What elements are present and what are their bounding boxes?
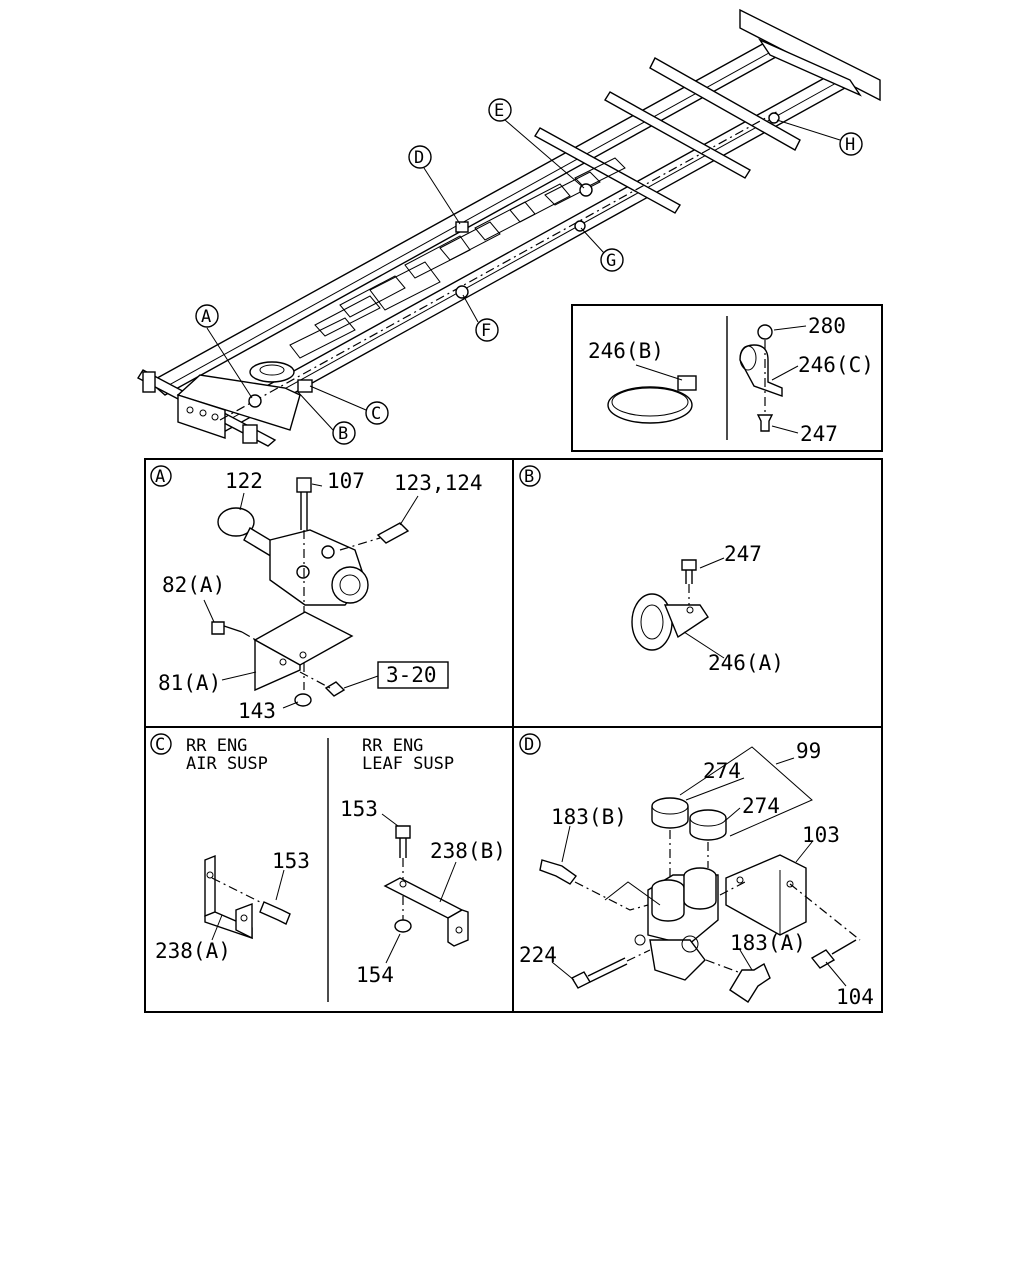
panel-a-label-122: 122 <box>225 469 263 493</box>
bolt-82a <box>211 621 225 635</box>
panel-d-label-274-a: 274 <box>703 759 741 783</box>
panel-a-label-82a: 82(A) <box>162 573 225 597</box>
chassis-frame <box>137 8 881 447</box>
panel-c-left-label-153: 153 <box>272 849 310 873</box>
panel-d-label-183b: 183(B) <box>551 805 627 829</box>
panel-d-tag: D <box>524 735 534 755</box>
callout-d: D <box>414 148 424 168</box>
bolt-224 <box>571 971 591 989</box>
panel-d-label-274-b: 274 <box>742 794 780 818</box>
panel-a-label-143: 143 <box>238 699 276 723</box>
callout-b: B <box>338 424 348 444</box>
chassis-callouts: A B C D E F G H <box>195 98 863 445</box>
inset-label-246b: 246(B) <box>588 339 664 363</box>
panel-d-label-183a: 183(A) <box>730 931 806 955</box>
panel-d-label-224: 224 <box>519 943 557 967</box>
nut-icon <box>757 324 773 340</box>
bolt-247 <box>681 559 697 571</box>
panel-c-left-title-2: AIR SUSP <box>186 754 268 774</box>
panel-d-label-103: 103 <box>802 823 840 847</box>
panel-a-label-123-124: 123,124 <box>394 471 483 495</box>
fitting-183b <box>539 859 577 885</box>
panel-b-label-247: 247 <box>724 542 762 566</box>
callout-g: G <box>606 251 616 271</box>
panel-c-right-label-154: 154 <box>356 963 394 987</box>
detail-panels-frame <box>144 458 883 1013</box>
panel-d-label-104: 104 <box>836 985 874 1009</box>
panel-c-left-title-1: RR ENG <box>186 736 247 756</box>
inset-label-247: 247 <box>800 422 838 446</box>
panel-a-tag: A <box>155 467 165 487</box>
bolt-107 <box>296 477 312 493</box>
panel-c: C RR ENG AIR SUSP RR ENG LEAF SUSP 153 2… <box>150 733 506 987</box>
callout-c: C <box>371 404 381 424</box>
cap-274-b <box>689 809 727 841</box>
panel-d: D <box>519 733 874 1009</box>
panel-c-left-label-238a: 238(A) <box>155 939 231 963</box>
band-clamp <box>607 386 693 424</box>
panel-c-right-title-2: LEAF SUSP <box>362 754 454 774</box>
panel-d-label-99: 99 <box>796 739 821 763</box>
valve-knob <box>217 507 255 537</box>
bracket-238b <box>383 877 464 919</box>
bolt-153-left <box>259 901 291 925</box>
panel-a-label-107: 107 <box>327 469 365 493</box>
ref-box <box>377 661 449 689</box>
clip-246c <box>739 344 783 397</box>
nut-143 <box>294 693 312 707</box>
callout-e: E <box>494 101 504 121</box>
nut-154 <box>394 919 412 933</box>
panel-c-right-title-1: RR ENG <box>362 736 423 756</box>
panel-a-label-81a: 81(A) <box>158 671 221 695</box>
panel-b-label-246a: 246(A) <box>708 651 784 675</box>
fitting-183a <box>729 962 771 1003</box>
panel-c-tag: C <box>155 735 165 755</box>
bracket-103 <box>725 854 807 936</box>
fitting-123 <box>376 522 410 544</box>
callout-h: H <box>845 135 855 155</box>
panel-c-right-label-153: 153 <box>340 797 378 821</box>
panel-c-right-label-238b: 238(B) <box>430 839 506 863</box>
bolt-icon <box>756 414 774 432</box>
panel-b-tag: B <box>524 467 534 487</box>
inset-label-280: 280 <box>808 314 846 338</box>
inset-label-246c: 246(C) <box>798 353 874 377</box>
inset-box: 246(B) 280 246(C) 247 <box>571 304 883 452</box>
panel-b: B 247 246(A) <box>519 465 784 675</box>
bolt-104 <box>810 949 836 969</box>
callout-a: A <box>201 307 211 327</box>
panel-a-ref-box-label: 3-20 <box>386 663 437 687</box>
bracket-238a <box>204 854 216 918</box>
cap-274-a <box>651 797 689 829</box>
callout-a-circle <box>195 304 219 328</box>
callout-f: F <box>481 321 491 341</box>
clamp-246a <box>631 593 673 651</box>
bolt-153-right <box>395 825 411 839</box>
panel-a: A <box>150 465 483 723</box>
